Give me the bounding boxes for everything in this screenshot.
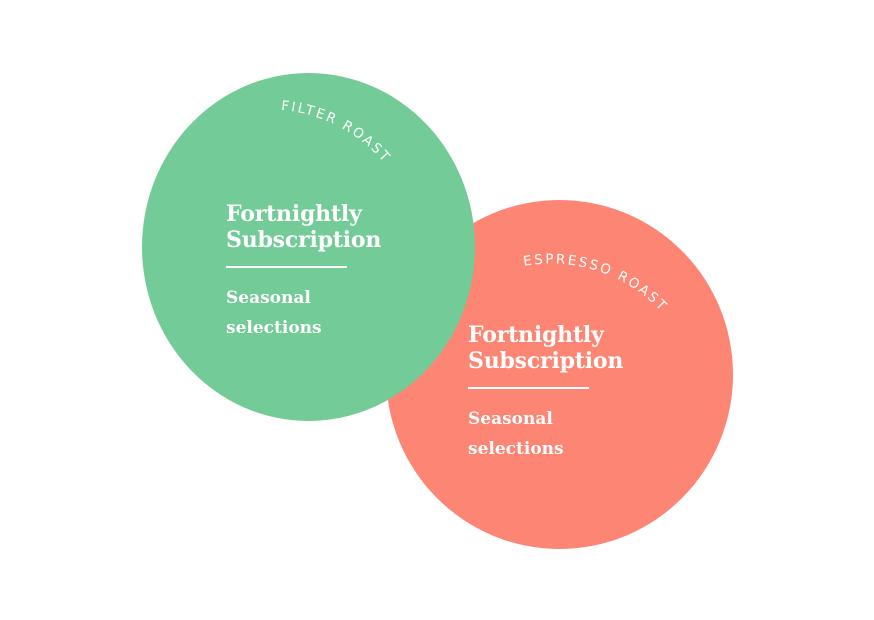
espresso-plan-title-line2: Subscription: [468, 348, 624, 374]
filter-divider: [226, 266, 347, 268]
filter-roast-content: Fortnightly Subscription Seasonal select…: [226, 201, 381, 343]
espresso-roast-label: ESPRESSO ROAST: [522, 252, 671, 316]
espresso-plan-title: Fortnightly Subscription: [468, 322, 623, 374]
filter-roast-label: FILTER ROAST: [280, 98, 394, 166]
filter-plan-title: Fortnightly Subscription: [226, 201, 381, 253]
espresso-roast-content: Fortnightly Subscription Seasonal select…: [468, 322, 623, 464]
espresso-roast-arc-label: ESPRESSO ROAST: [522, 252, 671, 316]
filter-roast-circle: FILTER ROAST Fortnightly Subscription Se…: [142, 73, 475, 421]
espresso-plan-subtitle: Seasonal selections: [468, 409, 564, 459]
filter-plan-title-line1: Fortnightly: [226, 201, 362, 227]
filter-roast-arc-label: FILTER ROAST: [280, 98, 394, 166]
espresso-divider: [468, 387, 589, 389]
filter-plan-subtitle: Seasonal selections: [226, 288, 322, 338]
espresso-plan-title-line1: Fortnightly: [468, 322, 604, 348]
filter-plan-title-line2: Subscription: [226, 227, 382, 253]
